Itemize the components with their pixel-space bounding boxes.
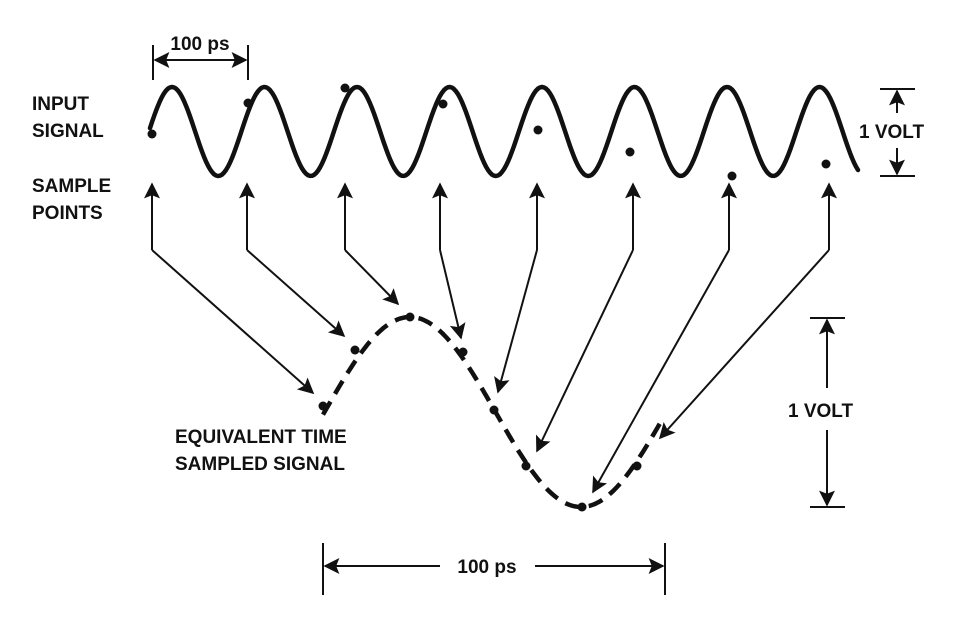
equivalent-time-label-line1: EQUIVALENT TIME	[175, 427, 347, 448]
equivalent-sample-dot-4	[458, 347, 468, 357]
equivalent-sample-dot-6	[521, 461, 531, 471]
mapping-arrow-3	[344, 249, 400, 306]
bottom-period-label: 100 ps	[457, 557, 516, 578]
input-sample-dot-7	[727, 171, 737, 181]
input-signal-label-line1: INPUT	[32, 94, 89, 115]
sample-mapping-arrows	[144, 182, 837, 494]
equivalent-sample-dot-7	[577, 502, 587, 512]
bottom-amplitude-label: 1 VOLT	[788, 401, 853, 422]
equivalent-sample-dot-5	[489, 405, 499, 415]
mapping-arrow-1	[151, 249, 315, 395]
bottom-period-dimension: 100 ps	[322, 543, 666, 595]
equivalent-time-label-line2: SAMPLED SIGNAL	[175, 454, 345, 475]
sample-points-label-line2: POINTS	[32, 203, 103, 224]
input-sample-dot-4	[438, 99, 448, 109]
top-amplitude-dimension: 1 VOLT	[859, 88, 924, 177]
input-sample-dot-2	[243, 98, 253, 108]
mapping-arrow-8	[658, 249, 830, 440]
equivalent-time-signal-dashed	[321, 314, 665, 510]
equivalent-sample-dot-3	[405, 312, 415, 322]
input-sample-dot-3	[340, 83, 350, 93]
input-sample-dot-8	[821, 159, 831, 169]
mapping-arrow-2	[246, 249, 346, 338]
input-sample-dot-6	[625, 147, 635, 157]
top-amplitude-label: 1 VOLT	[859, 122, 924, 143]
mapping-arrow-5	[494, 249, 538, 394]
input-signal-wave	[147, 84, 861, 179]
equivalent-sample-dot-2	[350, 345, 360, 355]
input-sample-dot-1	[147, 129, 157, 139]
input-signal-label-line2: SIGNAL	[32, 121, 104, 142]
bottom-amplitude-dimension: 1 VOLT	[788, 317, 853, 508]
input-sample-dot-5	[533, 125, 543, 135]
top-period-dimension: 100 ps	[152, 34, 249, 80]
equivalent-sample-dots	[318, 312, 642, 512]
equivalent-sample-dot-8	[632, 461, 642, 471]
mapping-arrow-7	[592, 249, 730, 494]
mapping-arrow-4	[439, 249, 466, 340]
mapping-arrow-6	[535, 249, 634, 453]
top-period-label: 100 ps	[170, 34, 229, 55]
equivalent-sample-dot-1	[318, 401, 328, 411]
input-sample-dots	[147, 83, 831, 181]
sample-points-label-line1: SAMPLE	[32, 176, 111, 197]
